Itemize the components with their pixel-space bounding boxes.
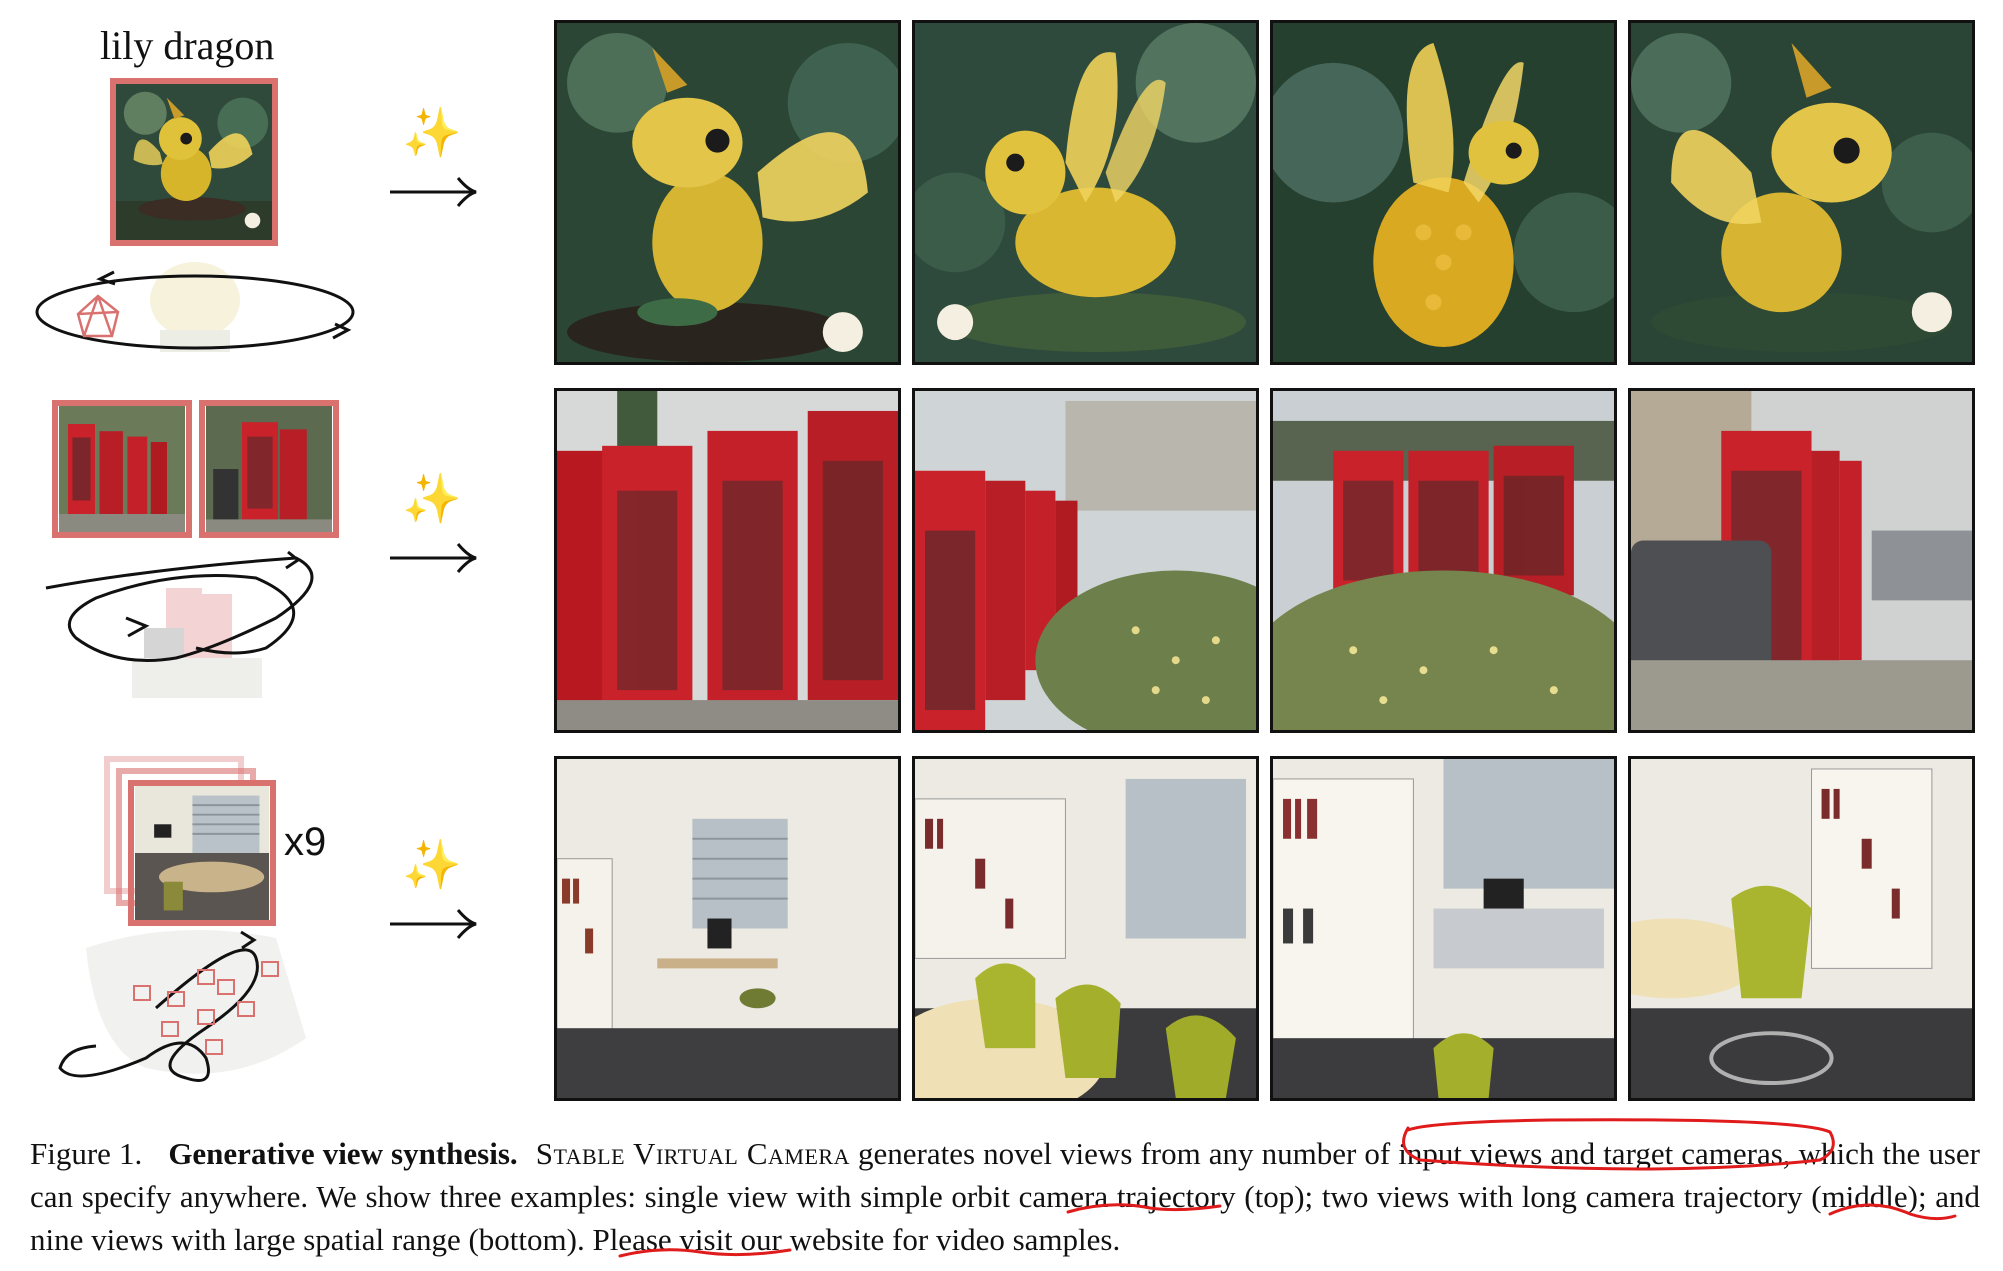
row3-input-image bbox=[128, 780, 276, 926]
row3-sparkle-icon: ✨ bbox=[402, 839, 462, 892]
row3-input-count: x9 bbox=[284, 820, 327, 864]
office-output-frame-1 bbox=[554, 756, 901, 1101]
row1-sparkle-icon: ✨ bbox=[402, 107, 462, 160]
dragon-output-frame-2 bbox=[912, 20, 1259, 365]
office-output-frame-4 bbox=[1628, 756, 1975, 1101]
row1-input-image bbox=[110, 78, 278, 246]
booth-output-frame-4 bbox=[1628, 388, 1975, 733]
method-name: Stable Virtual Camera bbox=[535, 1136, 850, 1171]
figure-caption: Figure 1. Generative view synthesis. Sta… bbox=[30, 1132, 1980, 1261]
booth-output-frame-3 bbox=[1270, 388, 1617, 733]
dragon-output-frame-4 bbox=[1628, 20, 1975, 365]
row3-arrow-icon bbox=[390, 909, 477, 939]
caption-title: Generative view synthesis. bbox=[168, 1136, 518, 1171]
row2-sparkle-icon: ✨ bbox=[402, 473, 462, 526]
row1-input-label: lily dragon bbox=[100, 23, 275, 68]
office-output-frame-3 bbox=[1270, 756, 1617, 1101]
booth-output-frame-1 bbox=[554, 388, 901, 733]
dragon-output-frame-1 bbox=[554, 20, 901, 365]
row2-input-image-1 bbox=[52, 400, 192, 538]
row2-input-image-2 bbox=[199, 400, 339, 538]
row1-orbit-trajectory bbox=[35, 262, 355, 352]
figure-label: Figure 1. bbox=[30, 1136, 143, 1171]
office-output-frame-2 bbox=[912, 756, 1259, 1101]
row1-arrow-icon bbox=[390, 177, 477, 207]
row2-arrow-icon bbox=[390, 543, 477, 573]
dragon-output-frame-3 bbox=[1270, 20, 1617, 365]
row2-long-trajectory bbox=[45, 550, 314, 698]
row3-spatial-trajectory bbox=[58, 930, 306, 1082]
booth-output-frame-2 bbox=[912, 388, 1259, 733]
